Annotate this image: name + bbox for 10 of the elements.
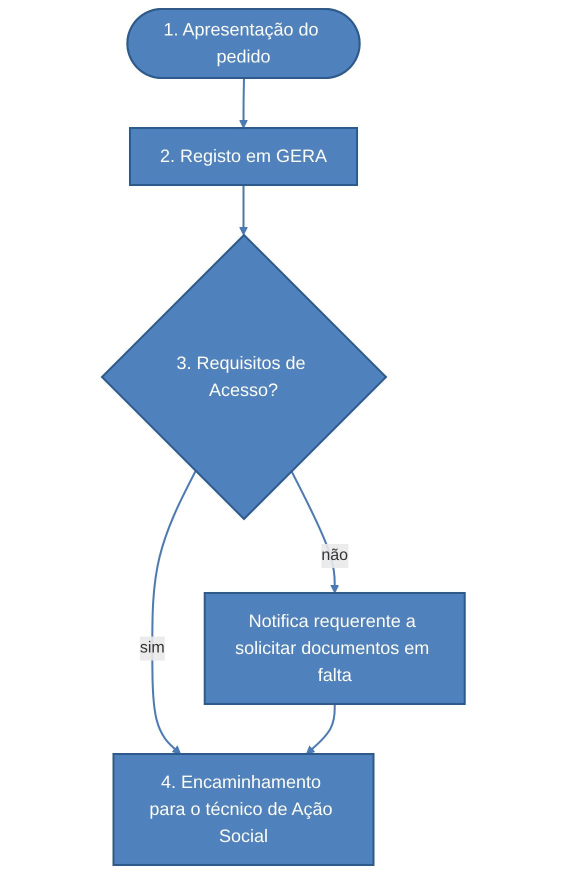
arrow — [150, 470, 196, 754]
arrow — [238, 185, 248, 236]
arrow — [238, 78, 248, 128]
node-box: 2. Registo em GERA — [128, 127, 358, 186]
node-diamond: 3. Requisitos de Acesso? — [100, 234, 388, 520]
edge-label: não — [321, 546, 348, 564]
edge-label: sim — [139, 639, 164, 656]
arrow — [306, 704, 336, 754]
node-box: 4. Encaminhamento para o técnico de Ação Social — [112, 752, 374, 866]
node-box: Notifica requerente a solicitar documentos em falta — [203, 592, 466, 705]
